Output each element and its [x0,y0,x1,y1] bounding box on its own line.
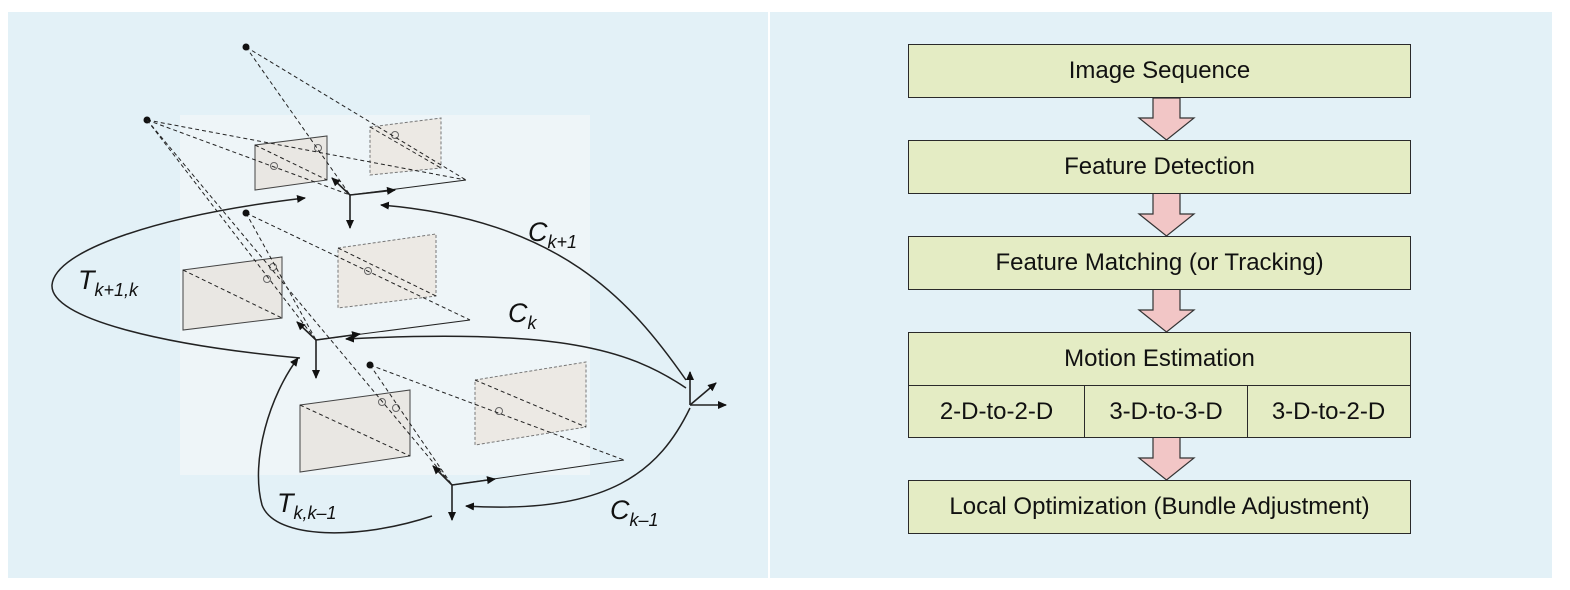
step-feature-detection: Feature Detection [908,140,1411,194]
step-image-sequence: Image Sequence [908,44,1411,98]
step-motion-estimation: Motion Estimation 2-D-to-2-D 3-D-to-3-D … [908,332,1411,438]
step-label: Local Optimization (Bundle Adjustment) [949,493,1370,520]
method-3d-to-3d: 3-D-to-3-D [1085,386,1248,437]
label-c-k-minus-1: Ck–1 [610,495,659,530]
label-t-k-k-minus-1: Tk,k–1 [277,488,337,523]
label-t-k-plus-1-k: Tk+1,k [78,265,139,300]
step-feature-matching: Feature Matching (or Tracking) [908,236,1411,290]
step-label: Feature Detection [1064,153,1255,180]
pose-curve-c-k-minus-1 [465,407,691,511]
label-c-k-plus-1: Ck+1 [528,217,578,252]
transform-curve-t-k-plus-1-k [51,194,306,359]
pose-curve-c-k [345,334,687,389]
transform-curve-t-k-k-minus-1 [257,357,433,534]
world-frame [686,371,727,409]
step-label: Feature Matching (or Tracking) [995,249,1324,276]
image-plane [337,233,437,309]
method-3d-to-2d: 3-D-to-2-D [1271,397,1386,425]
step-label: Image Sequence [1068,57,1251,84]
world-point [366,361,374,369]
method-2d-to-2d: 2-D-to-2-D [909,386,1085,437]
camera-group-k-minus-1 [146,119,625,521]
down-arrow [1137,192,1196,237]
image-plane [182,256,283,331]
down-arrow [1137,436,1196,481]
camera-group-k-plus-1 [146,46,467,229]
label-c-k: Ck [508,298,537,333]
world-point [242,43,250,51]
image-plane [369,117,442,176]
world-point [242,209,250,217]
pose-curve-c-k-plus-1 [380,201,687,381]
divider [909,385,1410,386]
down-arrow [1137,97,1196,141]
step-local-optimization: Local Optimization (Bundle Adjustment) [908,480,1411,534]
step-label: Motion Estimation [1064,345,1255,372]
down-arrow [1137,288,1196,333]
